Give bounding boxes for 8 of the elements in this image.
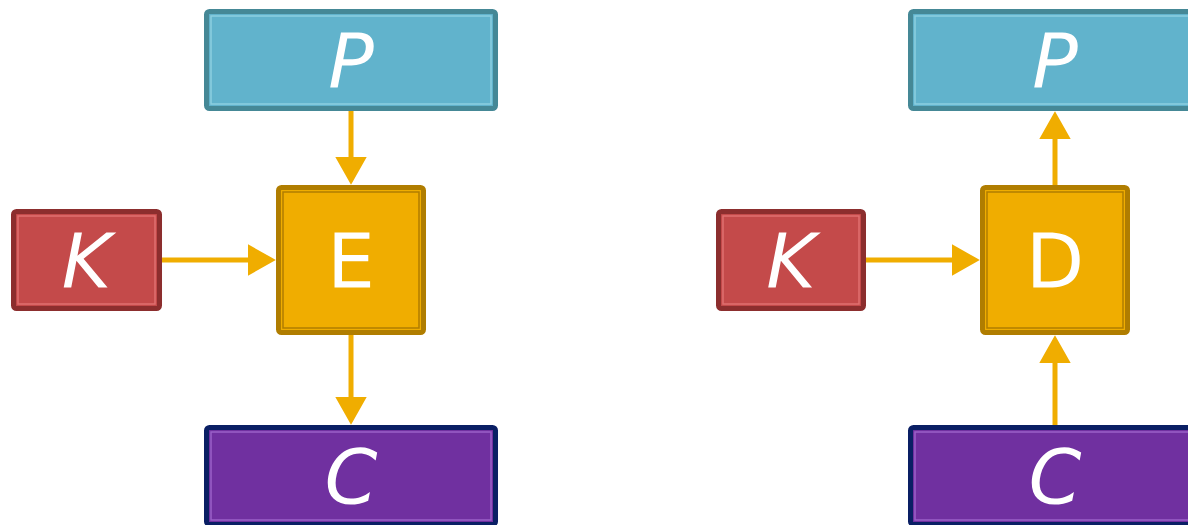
- plaintext-box: P: [908, 9, 1188, 111]
- key-box: K: [716, 209, 866, 311]
- operation-box: D: [980, 185, 1130, 335]
- key-box: K: [11, 209, 162, 311]
- ciphertext-box: C: [204, 425, 498, 525]
- ciphertext-box: C: [908, 425, 1188, 525]
- operation-box: E: [276, 185, 426, 335]
- plaintext-box: P: [204, 9, 498, 111]
